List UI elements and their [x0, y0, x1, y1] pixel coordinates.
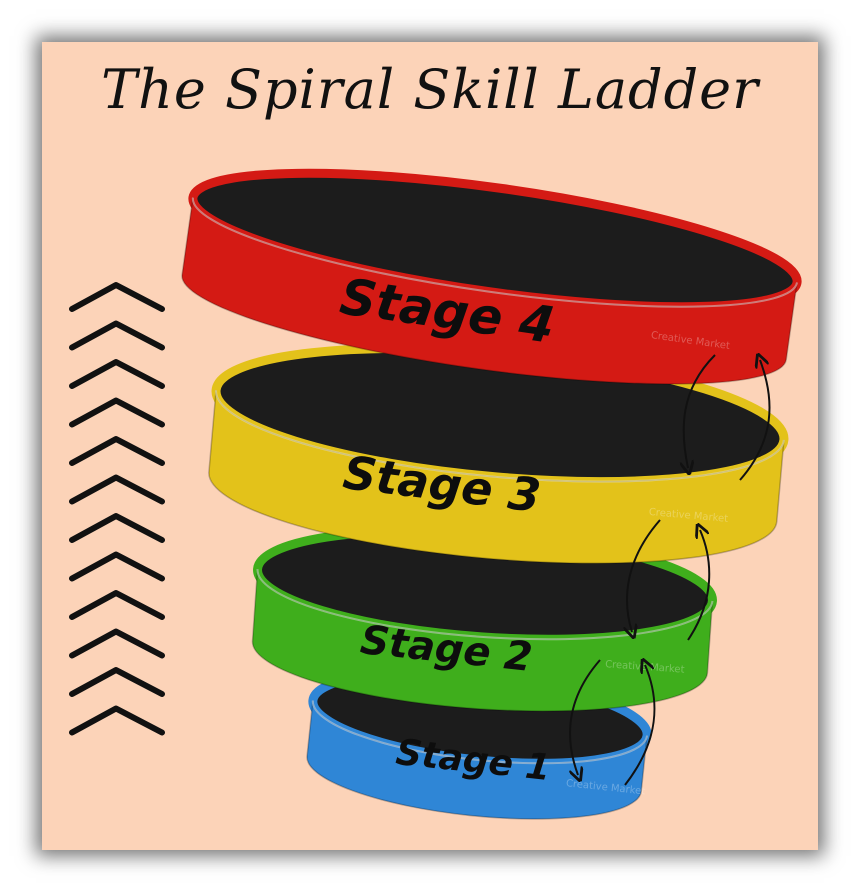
- band-highlight: [215, 390, 785, 483]
- chevron-up-icon: [69, 436, 165, 466]
- chevron-up-icon: [69, 551, 165, 582]
- arrow-up-3-to-4: [739, 360, 771, 481]
- chevron-up-icon: [69, 513, 165, 543]
- band-front-face: [306, 700, 648, 820]
- chevron-up-icon: [69, 282, 165, 312]
- band-stage-2: Creative Market: [251, 526, 717, 712]
- arrow-down-3-to-2: [684, 354, 716, 468]
- arrow-down-2-to-1: [627, 519, 661, 632]
- arrow-up-1-to-2: [624, 665, 656, 786]
- band-front-face: [208, 390, 785, 565]
- diagram-title: The Spiral Skill Ladder: [101, 58, 759, 121]
- band-highlight: [256, 569, 714, 641]
- arrow-up-2-to-3: [687, 530, 711, 641]
- chevron-up-icon: [69, 474, 165, 505]
- band-front-face: [251, 569, 714, 712]
- band-stage-4: Creative Market: [181, 168, 802, 385]
- chevron-up-icon: [69, 359, 165, 389]
- chevron-up-icon: [69, 590, 165, 620]
- upward-chevrons: [69, 282, 165, 736]
- chevron-up-icon: [69, 667, 165, 697]
- band-highlight: [191, 197, 799, 308]
- band-highlight: [311, 700, 649, 765]
- chevron-up-icon: [69, 397, 165, 428]
- transition-arrows: [570, 354, 771, 786]
- chevron-up-icon: [69, 705, 165, 736]
- chevron-up-icon: [69, 320, 165, 351]
- band-front-face: [181, 197, 798, 385]
- arrow-down-1: [570, 659, 601, 775]
- chevron-up-icon: [69, 628, 165, 659]
